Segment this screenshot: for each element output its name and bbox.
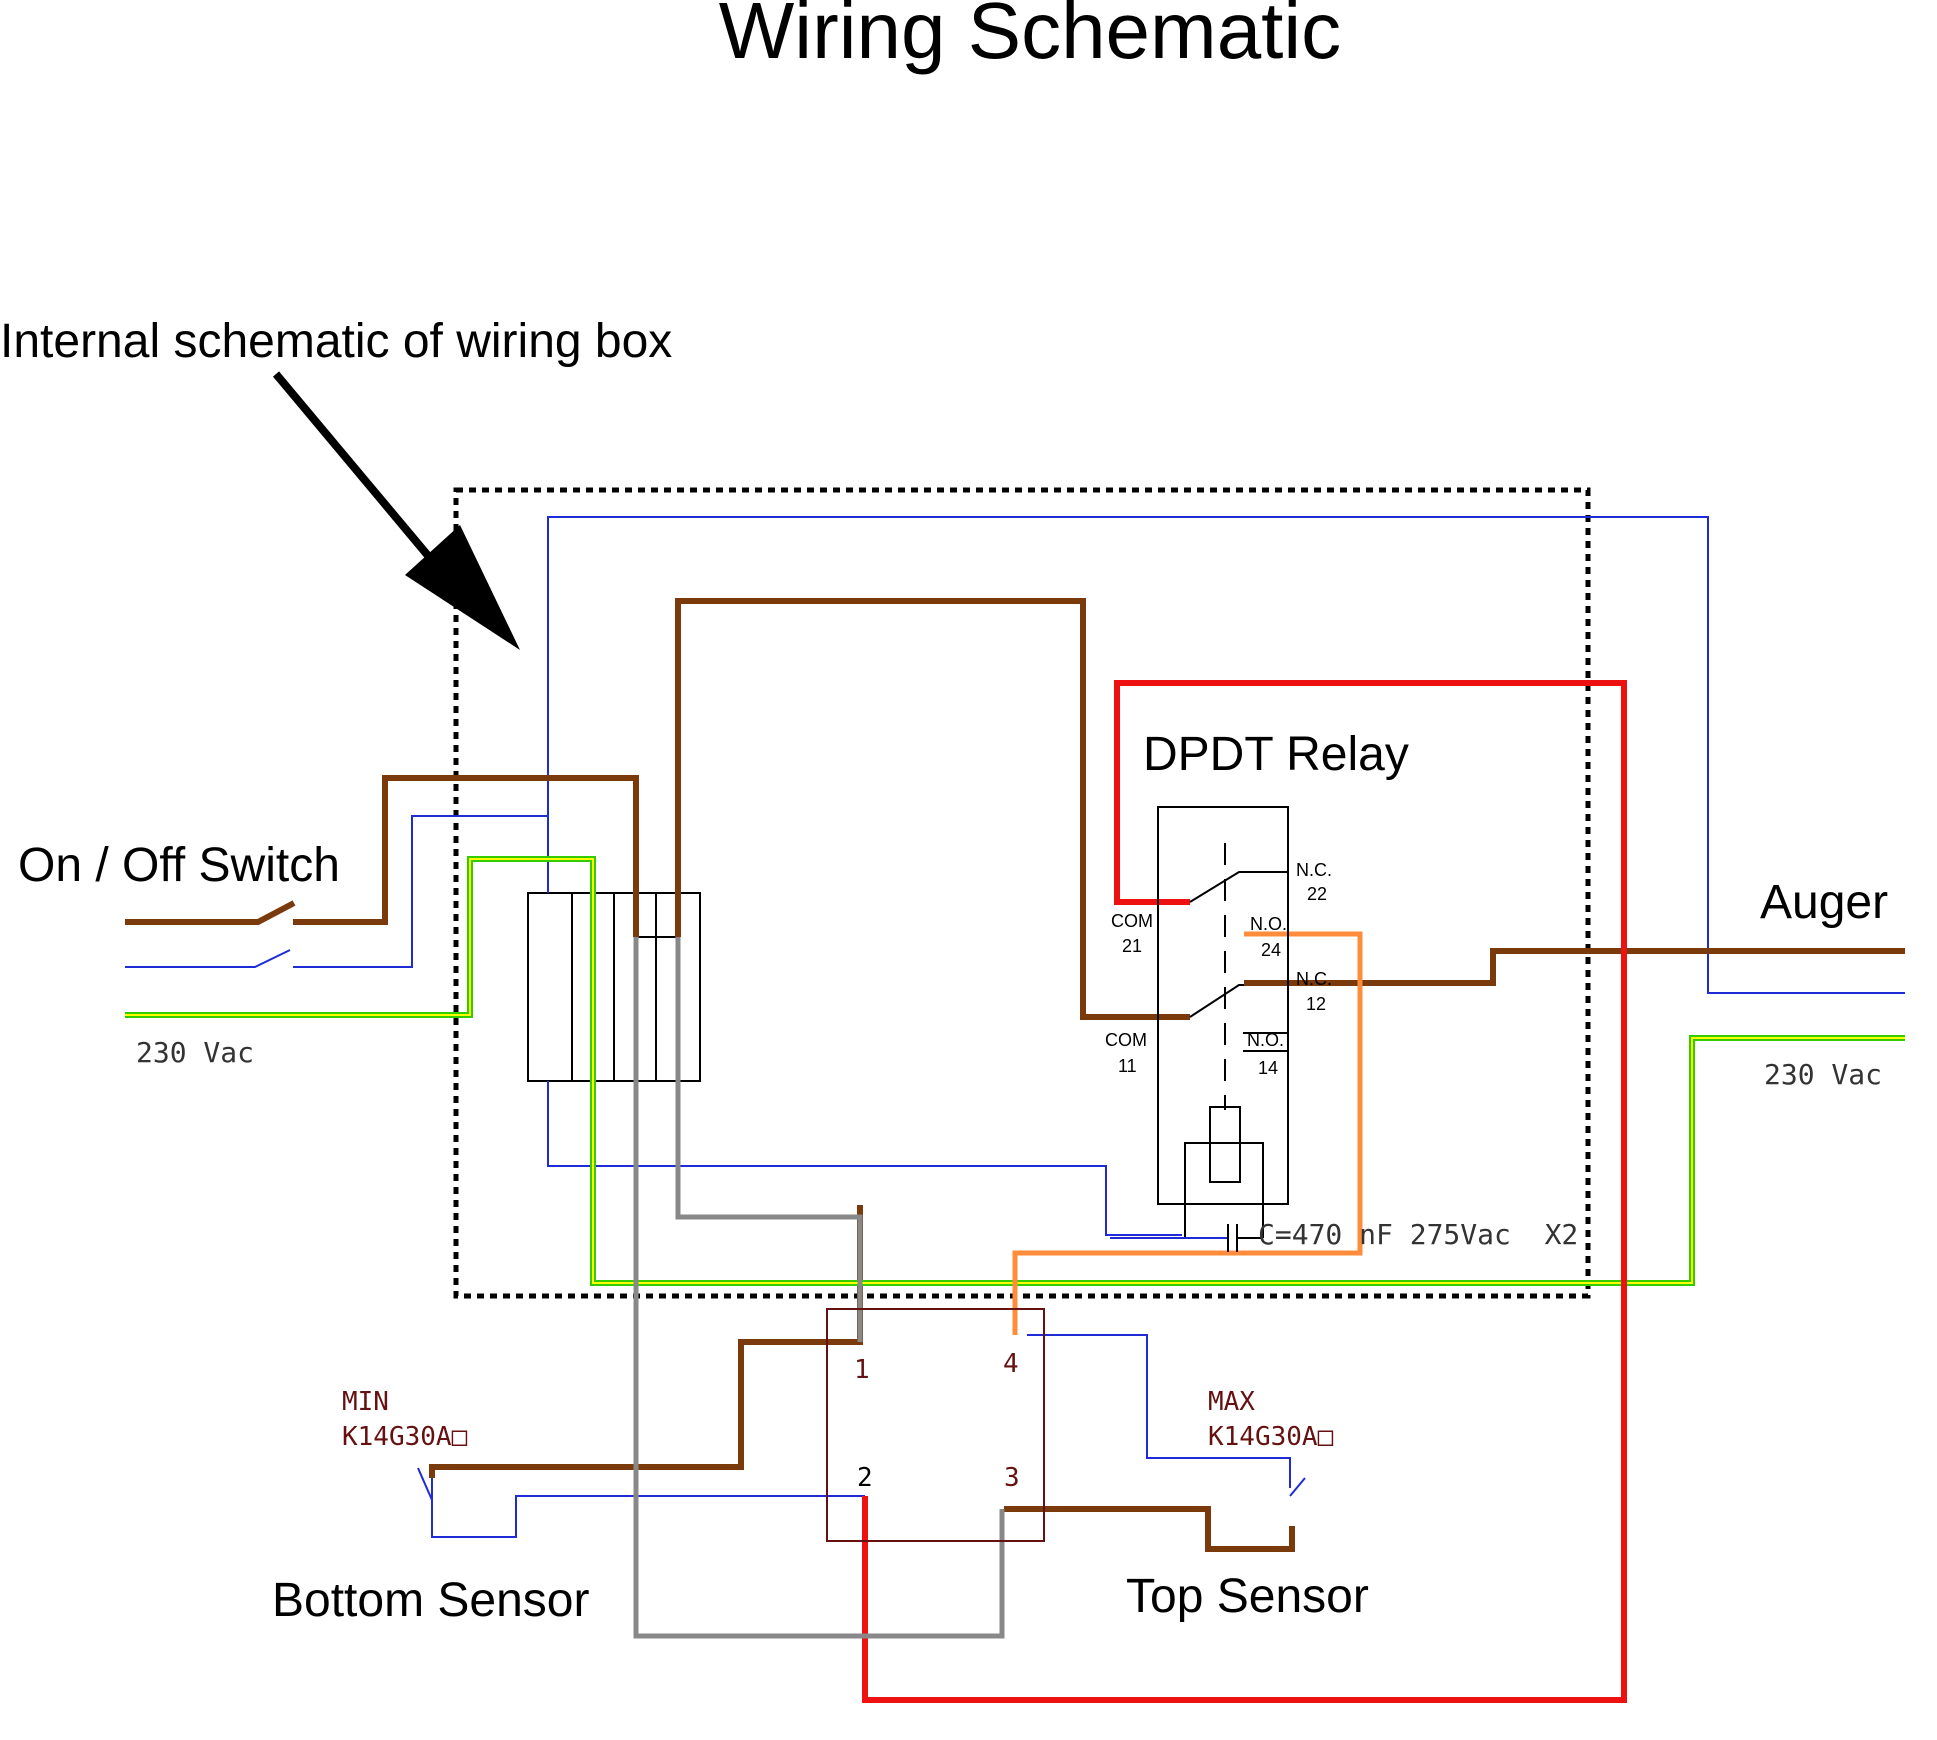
pin-num-11: 11 (1118, 1056, 1137, 1076)
connector-pin-4: 4 (1003, 1349, 1019, 1379)
diagram-title: Wiring Schematic (719, 0, 1341, 75)
sensor-supply-wires (633, 937, 1005, 1639)
dpdt-relay (1110, 806, 1289, 1252)
connector-pin-1: 1 (854, 1355, 870, 1385)
relay-output-wire (1012, 931, 1363, 1335)
annotation-arrow-shaft (272, 371, 444, 573)
pin-label-no24: N.O. (1250, 914, 1287, 934)
pin-label-nc12: N.C. (1296, 969, 1332, 989)
supply-label-right: 230 Vac (1764, 1058, 1882, 1091)
pin-label-com21: COM (1111, 911, 1153, 931)
pin-num-24: 24 (1261, 940, 1281, 960)
relay-label: DPDT Relay (1143, 728, 1409, 781)
earth-wires (125, 856, 1905, 1286)
max-sensor-label: MAX (1208, 1387, 1255, 1417)
pin-num-22: 22 (1307, 884, 1327, 904)
auger-label: Auger (1760, 876, 1888, 929)
capacitor-label: C=470 nF 275Vac X2 (1258, 1218, 1578, 1251)
bottom-sensor-label: Bottom Sensor (272, 1574, 590, 1627)
top-sensor-label: Top Sensor (1126, 1570, 1369, 1623)
connector-pin-2: 2 (857, 1463, 873, 1493)
terminal-block (527, 892, 701, 1082)
pin-num-21: 21 (1122, 936, 1142, 956)
wiring-box-annotation: Internal schematic of wiring box (0, 315, 672, 368)
min-sensor-label: MIN (342, 1387, 389, 1417)
neutral-wires (125, 516, 1905, 1538)
pin-label-nc22: N.C. (1296, 860, 1332, 880)
supply-label-left: 230 Vac (136, 1036, 254, 1069)
pin-num-14: 14 (1258, 1058, 1278, 1078)
pin-label-no14: N.O. (1247, 1030, 1284, 1050)
relay-feed-wire (862, 680, 1627, 1703)
switch-label: On / Off Switch (18, 839, 340, 892)
live-wires (125, 598, 1905, 1552)
relay-pin-labels: N.C. 22 N.O. 24 N.C. 12 N.O. 14 COM 21 C… (1105, 860, 1332, 1078)
sensor-connector: 1 4 2 3 (826, 1308, 1045, 1542)
wiring-box-outline (453, 487, 1591, 1299)
pin-num-12: 12 (1306, 994, 1326, 1014)
annotation-arrowhead (405, 525, 520, 650)
max-sensor-model: K14G30A□ (1208, 1422, 1334, 1452)
min-sensor-model: K14G30A□ (342, 1422, 468, 1452)
pin-label-com11: COM (1105, 1030, 1147, 1050)
connector-pin-3: 3 (1004, 1463, 1020, 1493)
